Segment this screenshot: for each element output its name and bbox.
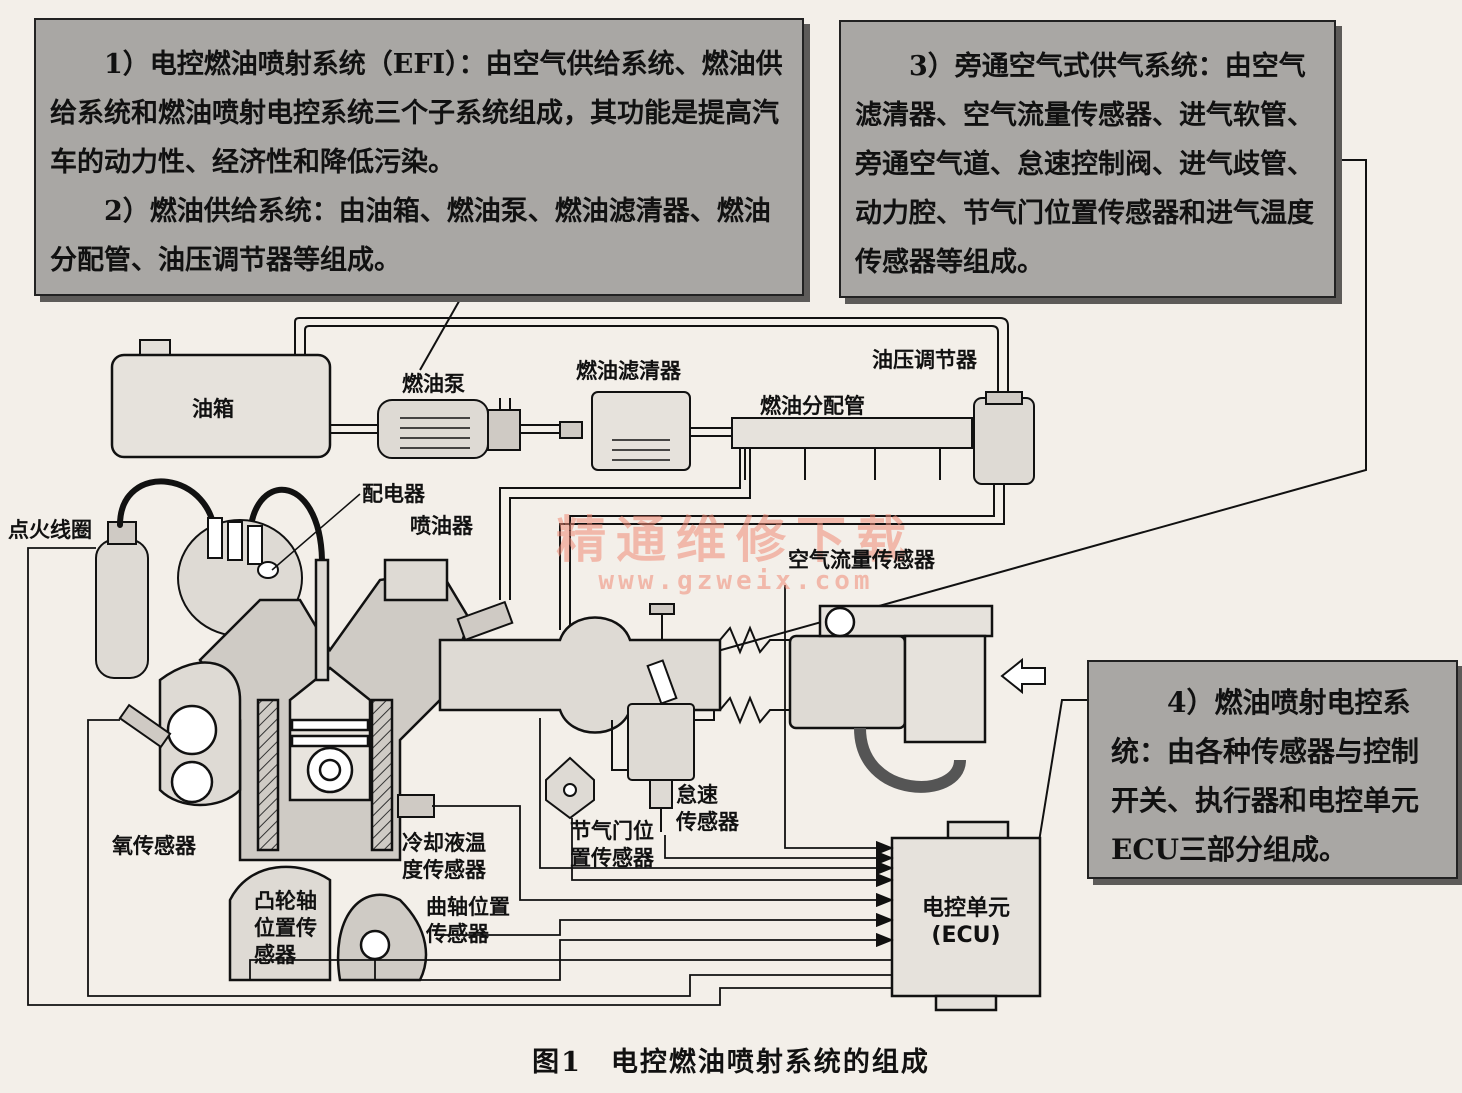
supply-pipe — [330, 424, 732, 437]
crank-cam-sensor-part — [228, 865, 428, 982]
efi-description-box: 1）电控燃油喷射系统（EFI）：由空气供给系统、燃油供给系统和燃油喷射电控系统三… — [34, 18, 804, 296]
fuel-filter — [559, 391, 691, 471]
ecu-housing — [890, 820, 1042, 1012]
coolant-sensor-part — [397, 794, 435, 818]
watermark-url: www.gzweix.com — [598, 566, 874, 596]
throttle-valve — [646, 603, 678, 705]
intake-hose — [719, 625, 790, 725]
label-pressure-regulator: 油压调节器 — [872, 348, 977, 372]
label-air-flow-sensor: 空气流量传感器 — [788, 548, 935, 572]
label-fuel-rail: 燃油分配管 — [760, 394, 865, 418]
idle-control-valve — [627, 703, 695, 832]
ignition-coil — [95, 521, 149, 679]
label-injector: 喷油器 — [410, 514, 473, 538]
return-line-down — [559, 484, 1005, 630]
air-flow-meter — [788, 604, 994, 793]
fuel-supply-description: 2）燃油供给系统：由油箱、燃油泵、燃油滤清器、燃油分配管、油压调节器等组成。 — [50, 196, 771, 276]
watermark: 精通维修下载 www.gzweix.com — [556, 500, 916, 596]
bypass-air-description: 3）旁通空气式供气系统：由空气滤清器、空气流量传感器、进气软管、旁通空气道、怠速… — [855, 51, 1314, 278]
exhaust-manifold — [158, 661, 242, 807]
injector-part — [456, 600, 514, 642]
leader-lines — [419, 159, 1367, 861]
label-fuel-pump: 燃油泵 — [402, 372, 465, 396]
bypass-passage — [611, 710, 715, 771]
label-idle-sensor: 怠速 传感器 — [676, 783, 739, 834]
label-distributor: 配电器 — [362, 482, 425, 506]
label-ecu: 电控单元 (ECU) — [922, 896, 1011, 948]
oxygen-sensor-part — [118, 703, 172, 749]
ecu-system-description-box: 4）燃油喷射电控系统：由各种传感器与控制开关、执行器和电控单元ECU三部分组成。 — [1087, 660, 1458, 879]
fuel-pump — [377, 398, 521, 459]
ecu-system-description: 4）燃油喷射电控系统：由各种传感器与控制开关、执行器和电控单元ECU三部分组成。 — [1111, 686, 1420, 866]
throttle-position-sensor-part — [545, 756, 595, 820]
high-voltage-wires — [117, 478, 325, 613]
bypass-air-description-box: 3）旁通空气式供气系统：由空气滤清器、空气流量传感器、进气软管、旁通空气道、怠速… — [839, 20, 1336, 298]
label-coolant-temp-sensor: 冷却液温 度传感器 — [402, 831, 486, 882]
watermark-text: 精通维修下载 — [556, 511, 916, 569]
fuel-rail — [731, 417, 973, 480]
label-fuel-tank: 油箱 — [192, 397, 234, 421]
fuel-tank — [110, 339, 332, 459]
label-throttle-position-sensor: 节气门位 置传感器 — [570, 819, 654, 870]
efi-description-p1: 1）电控燃油喷射系统（EFI）：由空气供给系统、燃油供给系统和燃油喷射电控系统三… — [50, 49, 783, 178]
air-inlet-arrow — [1000, 657, 1046, 695]
label-camshaft-position-sensor: 凸轮轴 位置传 感器 — [254, 889, 317, 967]
figure-caption: 图1 电控燃油喷射系统的组成 — [532, 1047, 930, 1078]
label-crankshaft-position-sensor: 曲轴位置 传感器 — [426, 895, 510, 946]
injector-feed-line — [499, 448, 751, 600]
fuel-return-line — [294, 317, 1009, 395]
label-oxygen-sensor: 氧传感器 — [112, 834, 196, 858]
label-ignition-coil: 点火线圈 — [8, 518, 92, 542]
signal-wires — [27, 547, 894, 1006]
pressure-regulator — [973, 391, 1035, 485]
label-fuel-filter: 燃油滤清器 — [576, 359, 681, 383]
